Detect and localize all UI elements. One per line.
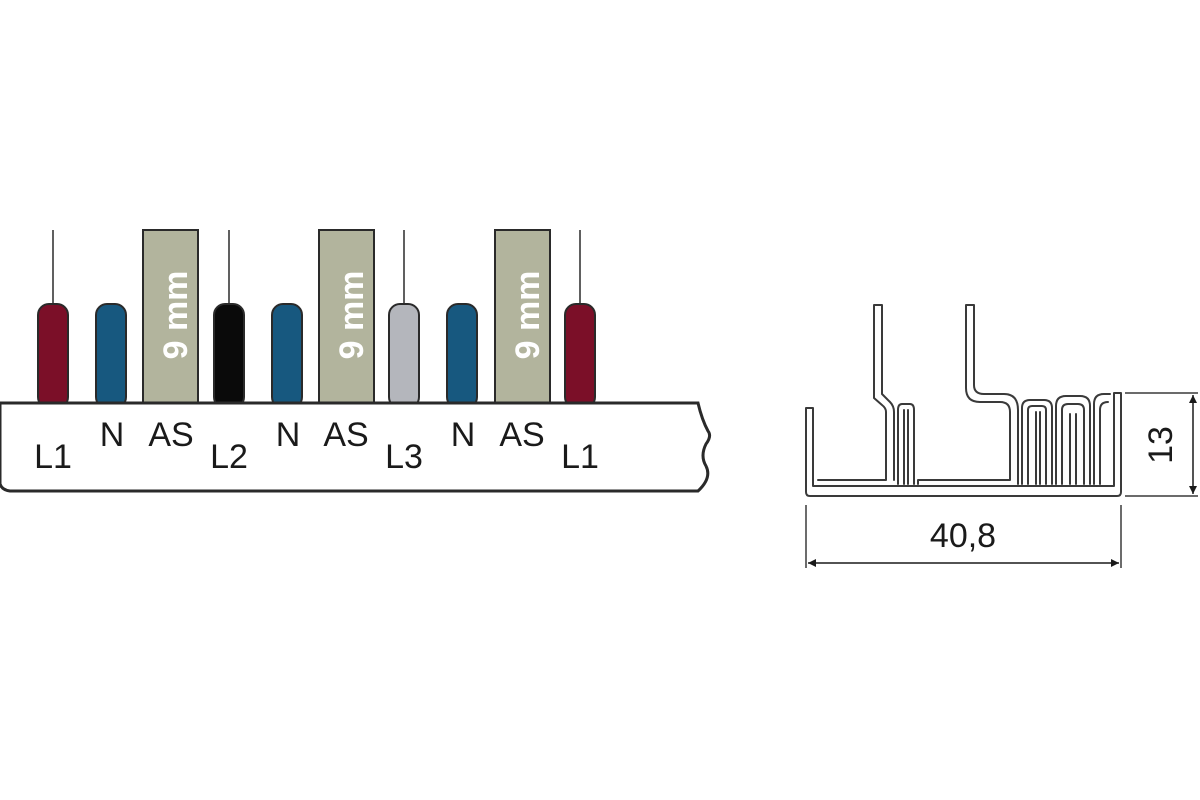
- label-n-3: N: [451, 416, 476, 454]
- label-as-3: AS: [499, 416, 544, 454]
- spacer-3: 9 mm: [494, 229, 551, 407]
- profile-base-outer: [805, 392, 1122, 497]
- spacer-2-text: 9 mm: [333, 271, 371, 360]
- busbar-front-view: 9 mm 9 mm 9 mm L1 N AS L2 N AS L3: [0, 229, 712, 493]
- profile-right-fingers: [1021, 399, 1053, 485]
- profile-left-wall: [817, 304, 895, 481]
- dimension-height: 13: [1125, 392, 1198, 497]
- label-as-2: AS: [323, 416, 368, 454]
- dimension-width-label: 40,8: [930, 517, 996, 555]
- spacer-1: 9 mm: [142, 229, 199, 407]
- profile-cross-section: [805, 304, 1122, 497]
- pin-l3: [388, 303, 420, 409]
- pin-l1-right: [564, 303, 596, 409]
- label-l1-right: L1: [561, 438, 599, 476]
- label-l2: L2: [210, 438, 248, 476]
- spacer-1-text: 9 mm: [157, 271, 195, 360]
- profile-left-prong: [897, 403, 915, 485]
- profile-middle-bend: [917, 304, 1019, 485]
- spacer-3-text: 9 mm: [509, 271, 547, 360]
- pin-l2: [213, 303, 245, 409]
- pin-n-3: [446, 303, 478, 409]
- label-l1-left: L1: [34, 438, 72, 476]
- spacer-2: 9 mm: [318, 229, 375, 407]
- dimension-width: 40,8: [805, 505, 1122, 568]
- label-n-2: N: [276, 416, 301, 454]
- pin-n-2: [271, 303, 303, 409]
- pin-n-1: [95, 303, 127, 409]
- dimension-height-label: 13: [1142, 426, 1180, 464]
- pin-l1-left: [37, 303, 69, 409]
- label-l3: L3: [385, 438, 423, 476]
- label-as-1: AS: [148, 416, 193, 454]
- label-n-1: N: [100, 416, 125, 454]
- busbar-body: [0, 401, 712, 493]
